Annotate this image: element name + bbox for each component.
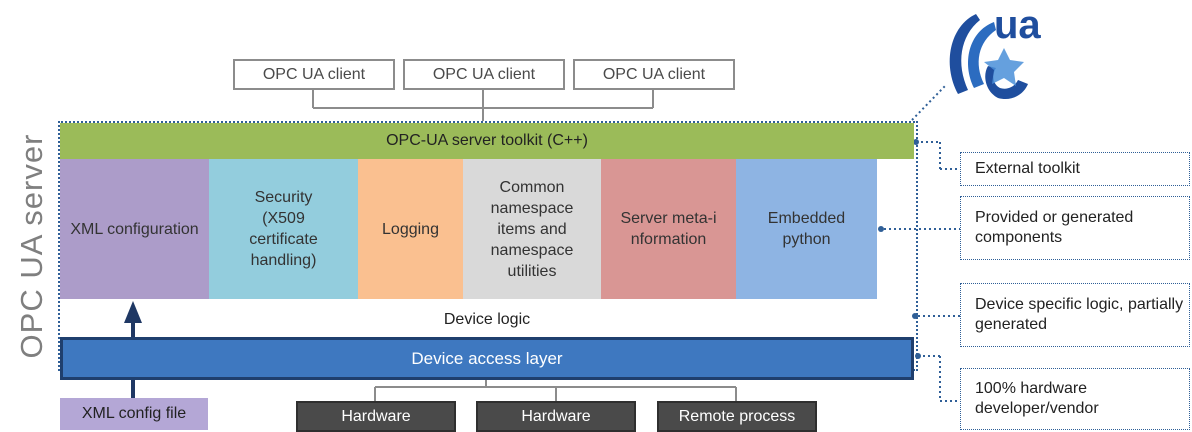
device-logic-label: Device logic <box>443 311 531 328</box>
component-server-meta-information: Server meta-information <box>601 159 736 299</box>
opc-ua-logo: ua <box>938 2 1048 112</box>
xml-config-file: XML config file <box>60 398 208 430</box>
component-logging: Logging <box>358 159 463 299</box>
component-embedded-python: Embedded python <box>736 159 877 299</box>
legend-provided-components: Provided or generated components <box>960 196 1190 260</box>
device-access-layer: Device access layer <box>60 337 914 380</box>
component-common-namespace: Common namespace items and namespace uti… <box>463 159 601 299</box>
opc-ua-client-3: OPC UA client <box>573 59 735 90</box>
opc-ua-client-2: OPC UA client <box>403 59 565 90</box>
legend-external-toolkit: External toolkit <box>960 152 1190 186</box>
legend-device-specific-logic: Device specific logic, partially generat… <box>960 283 1190 347</box>
remote-process: Remote process <box>657 401 817 432</box>
opc-ua-client-1: OPC UA client <box>233 59 395 90</box>
component-security: Security (X509 certificate handling) <box>209 159 358 299</box>
hardware-2: Hardware <box>476 401 636 432</box>
logo-text: ua <box>994 3 1041 47</box>
component-xml-configuration: XML configuration <box>60 159 209 299</box>
opc-ua-logo-icon <box>949 14 1028 100</box>
server-toolkit-bar: OPC-UA server toolkit (C++) <box>60 123 914 159</box>
hardware-1: Hardware <box>296 401 456 432</box>
opc-ua-server-label: OPC UA server <box>14 133 49 359</box>
legend-hardware-vendor: 100% hardware developer/vendor <box>960 368 1190 430</box>
